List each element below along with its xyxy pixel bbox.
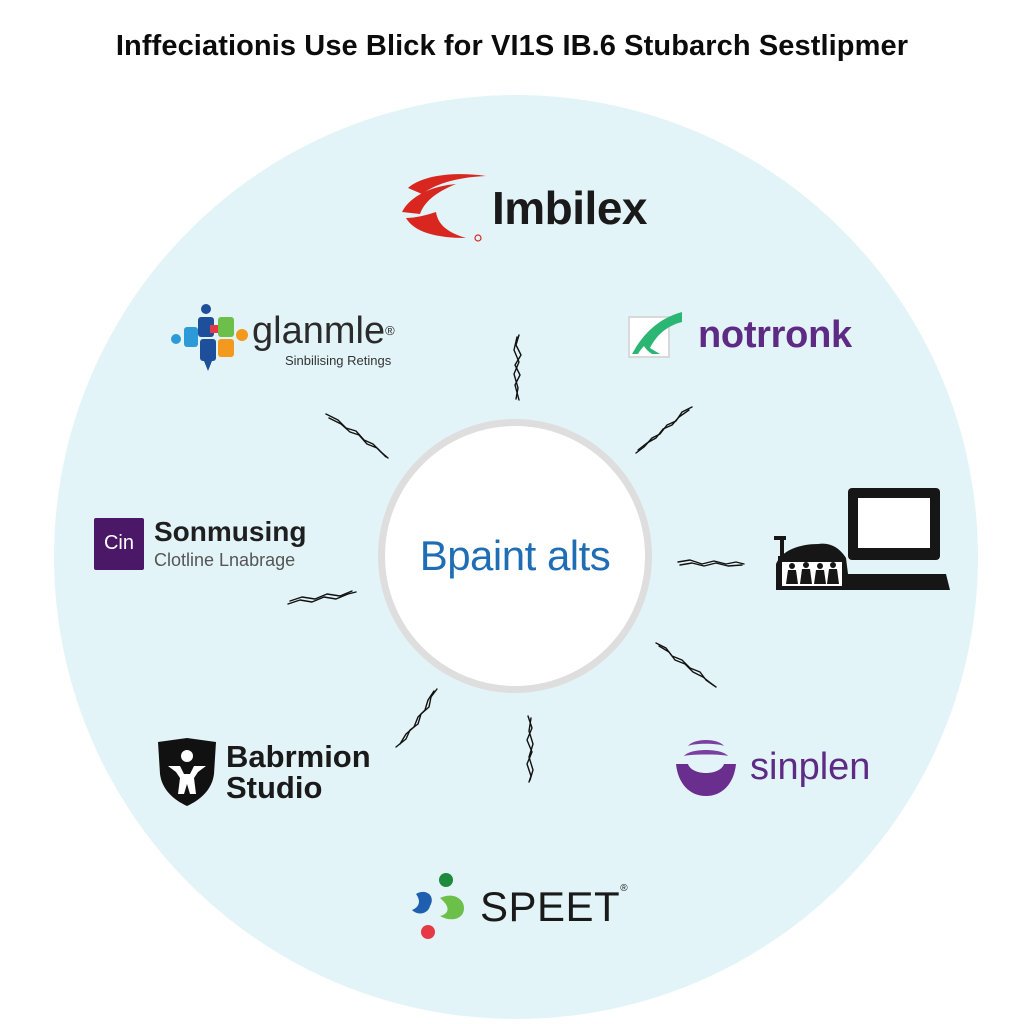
dots-logo-icon [412,873,464,939]
babrmion-studio-word: Studio [226,770,323,805]
sinplen-name: sinplen [750,745,871,788]
notrronk-name: notrronk [698,313,852,356]
glanmle-name-row: glanmle® [252,311,395,351]
check-card-logo-icon [628,312,682,358]
hub-label: Bpaint alts [419,532,611,579]
notrronk-logo[interactable]: notrronk [626,310,852,360]
glanmle-registered-mark: ® [385,322,395,338]
letter-badge-icon: Cin [94,517,144,570]
laptop-with-people-icon [774,488,950,590]
babrmion-studio-logo[interactable]: Babrmion Studio [156,738,371,806]
connector-right [677,559,745,565]
hub-circle: Bpaint alts [378,419,652,693]
swoosh-logo-icon [402,174,486,242]
speet-registered-mark: ® [620,883,629,894]
sonmusing-tagline: Clotline Lnabrage [154,550,296,570]
glanmle-logo[interactable]: glanmle® Sinbilising Retings [170,303,395,375]
glanmle-tagline: Sinbilising Retings [285,352,392,368]
speet-name-row: SPEET® [480,883,628,931]
page-title: Inffeciationis Use Blick for VI1S IB.6 S… [115,30,909,62]
speet-logo[interactable]: SPEET® [410,872,628,942]
babrmion-name: Babrmion [226,739,371,774]
sonmusing-logo[interactable]: Cin Sonmusing Clotline Lnabrage [94,516,306,571]
sonmusing-name: Sonmusing [154,516,307,547]
smile-bowl-logo-icon [676,740,736,796]
puzzle-logo-icon [171,304,248,371]
shield-figure-icon [158,738,216,806]
laptop-logo[interactable] [770,486,950,594]
connector-left [287,591,357,605]
sinplen-logo[interactable]: sinplen [674,736,870,798]
imbilex-name: Imbilex [492,182,648,234]
connector-bottom-left [395,688,438,748]
glanmle-name: glanmle [252,309,386,352]
speet-name: SPEET [480,883,621,930]
connector-top [514,334,522,401]
imbilex-logo[interactable]: Imbilex [402,172,648,244]
